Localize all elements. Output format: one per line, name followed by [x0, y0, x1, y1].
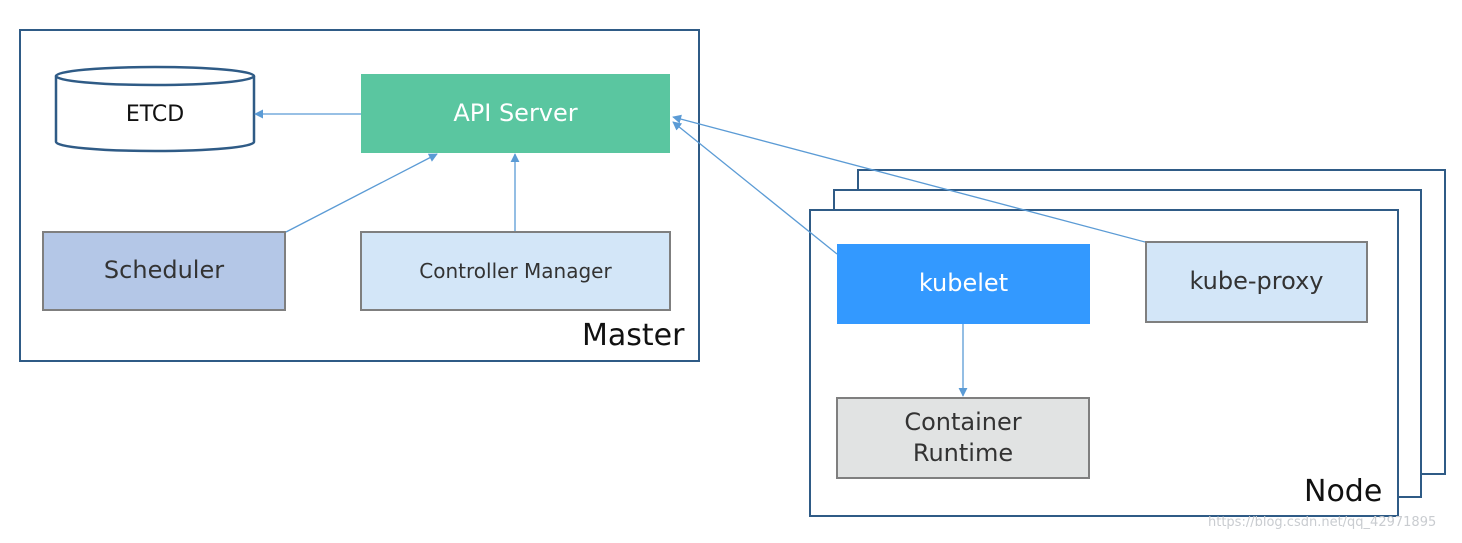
arrow-kubelet-to-api [672, 121, 838, 255]
container-runtime-box: Container Runtime [836, 397, 1090, 479]
api-server-box: API Server [361, 74, 670, 153]
container-runtime-label-line2: Runtime [912, 439, 1014, 467]
scheduler-label: Scheduler [103, 256, 225, 285]
etcd-cylinder [54, 65, 256, 153]
container-runtime-label-line1: Container [904, 407, 1022, 436]
api-server-label: API Server [453, 98, 578, 127]
kube-proxy-box: kube-proxy [1145, 241, 1368, 323]
etcd-top [54, 65, 256, 87]
controller-manager-box: Controller Manager [360, 231, 671, 311]
controller-manager-label: Controller Manager [419, 259, 612, 283]
kubelet-label: kubelet [918, 269, 1009, 298]
node-label: Node [1304, 474, 1383, 509]
kube-proxy-label: kube-proxy [1189, 267, 1324, 296]
etcd-body [54, 76, 256, 153]
master-label: Master [582, 318, 685, 353]
etcd-label: ETCD [125, 101, 185, 127]
kubelet-box: kubelet [837, 244, 1090, 324]
arrow-kube-proxy-to-api [672, 114, 1146, 243]
arrow-scheduler-to-api [285, 153, 438, 233]
watermark: https://blog.csdn.net/qq_42971895 [1208, 515, 1437, 530]
scheduler-box: Scheduler [42, 231, 286, 311]
